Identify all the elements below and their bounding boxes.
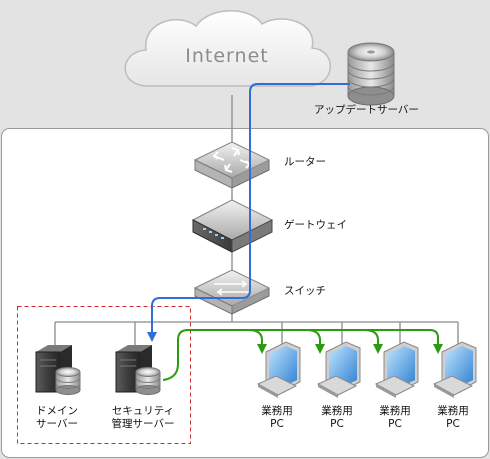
gateway-label: ゲートウェイ [284, 219, 347, 231]
pc-label-line1: 業務用 [437, 405, 469, 417]
pc-label-4: 業務用 PC [428, 405, 478, 431]
security-server-label: セキュリティ 管理サーバー [101, 405, 185, 431]
switch-label: スイッチ [284, 285, 326, 297]
pc-label-line1: 業務用 [321, 405, 353, 417]
security-server-label-line1: セキュリティ [111, 405, 175, 417]
pc-label-line2: PC [330, 418, 344, 430]
pc-label-line1: 業務用 [379, 405, 411, 417]
domain-server-label: ドメイン サーバー [25, 405, 89, 431]
gateway-icon [191, 199, 274, 253]
server-group-box [17, 306, 191, 444]
pc-label-line1: 業務用 [261, 405, 293, 417]
security-server-icon [115, 345, 161, 395]
domain-server-label-line2: サーバー [36, 418, 78, 430]
domain-server-label-line1: ドメイン [36, 405, 78, 417]
pc-label-1: 業務用 PC [252, 405, 302, 431]
pc-label-line2: PC [270, 418, 284, 430]
update-flow-arrow [147, 83, 350, 342]
pc-label-2: 業務用 PC [312, 405, 362, 431]
update-server-label: アップデートサーバー [314, 104, 419, 116]
pc-icon-1 [256, 341, 301, 398]
pc-label-3: 業務用 PC [370, 405, 420, 431]
pc-label-line2: PC [446, 418, 460, 430]
domain-server-icon [35, 345, 81, 395]
internet-cloud [124, 10, 331, 87]
router-label: ルーター [284, 156, 326, 168]
deploy-flow-arrows [162, 329, 443, 381]
security-server-label-line2: 管理サーバー [111, 418, 175, 430]
internet-label: Internet [185, 45, 268, 67]
update-server-icon [347, 42, 395, 106]
pc-label-line2: PC [388, 418, 402, 430]
